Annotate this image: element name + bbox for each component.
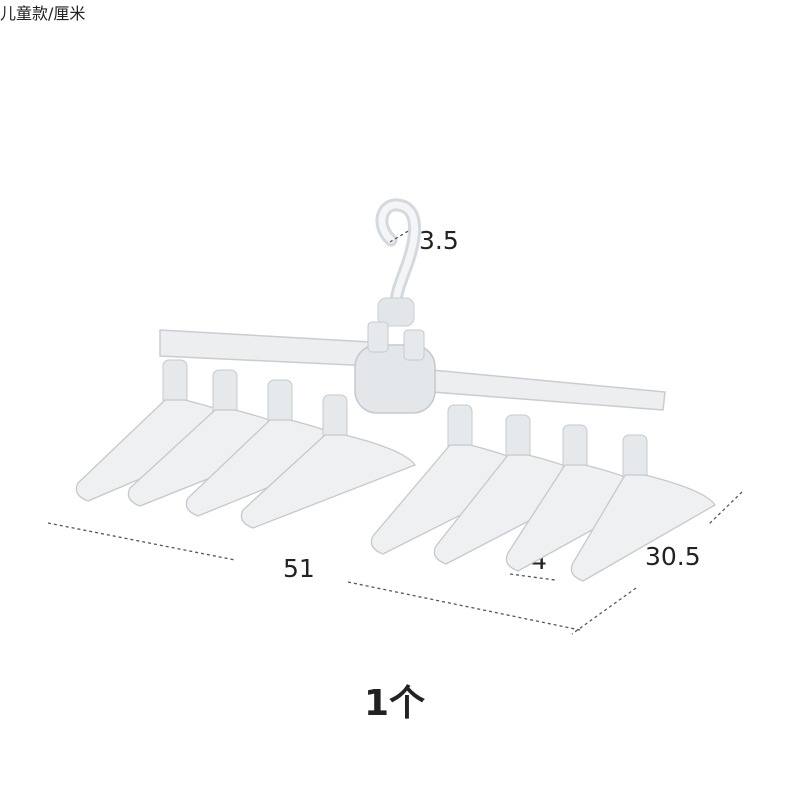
arm-dimension-line xyxy=(509,573,556,581)
hook-dimension-label: 3.5 xyxy=(419,226,459,255)
width-dimension-label: 51 xyxy=(283,554,315,583)
right-bar xyxy=(431,369,666,411)
dimension-lines xyxy=(47,229,743,635)
width-dimension-line-right xyxy=(347,581,581,631)
title-label: 儿童款/厘米 xyxy=(0,4,86,23)
center-hub xyxy=(354,344,436,414)
hook-inner xyxy=(378,201,419,309)
hook-dimension-line xyxy=(389,229,411,243)
hook-neck xyxy=(377,297,415,327)
depth-dimension-line-bottom xyxy=(571,587,637,635)
width-dimension-line-left xyxy=(47,522,236,561)
depth-dimension-label: 30.5 xyxy=(645,542,701,571)
hanger-arm xyxy=(240,394,416,529)
quantity-label: 1个 xyxy=(364,683,426,724)
depth-dimension-line-top xyxy=(707,491,743,526)
hub-clip-left xyxy=(367,321,389,353)
hanger-arms xyxy=(75,359,716,582)
hanger-arm xyxy=(570,434,716,582)
hub-clip-right xyxy=(403,329,425,361)
left-bar xyxy=(159,329,373,367)
